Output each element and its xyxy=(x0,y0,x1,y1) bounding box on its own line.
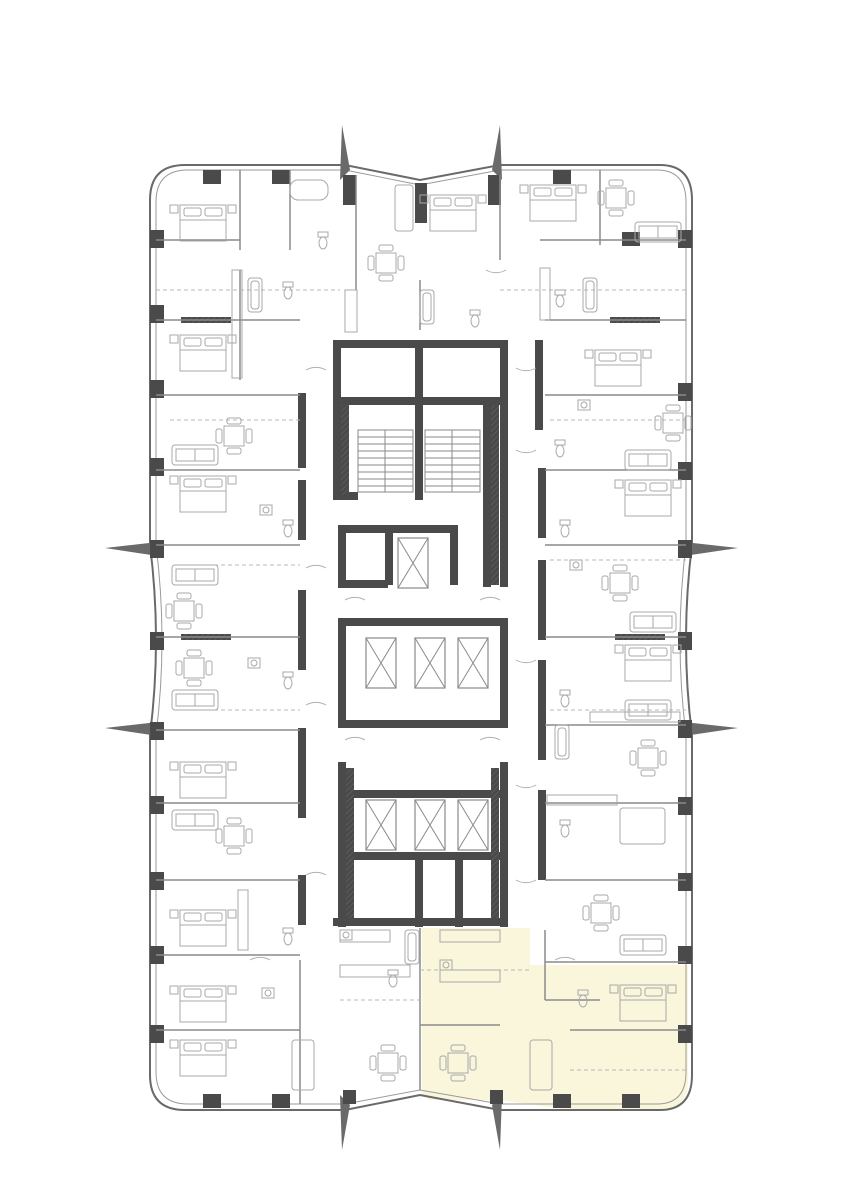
door-swing-icon xyxy=(249,269,576,961)
stair-icon xyxy=(357,429,481,493)
bathtub-icon xyxy=(247,179,598,965)
highlighted-unit xyxy=(422,928,688,1110)
sofa-icon xyxy=(171,184,682,1091)
building-outline xyxy=(149,164,693,1111)
central-core xyxy=(298,340,546,927)
perimeter-columns xyxy=(150,170,692,1108)
partitions xyxy=(156,170,686,1104)
kitchen-counters xyxy=(231,267,681,983)
facade-fins xyxy=(105,125,738,1150)
